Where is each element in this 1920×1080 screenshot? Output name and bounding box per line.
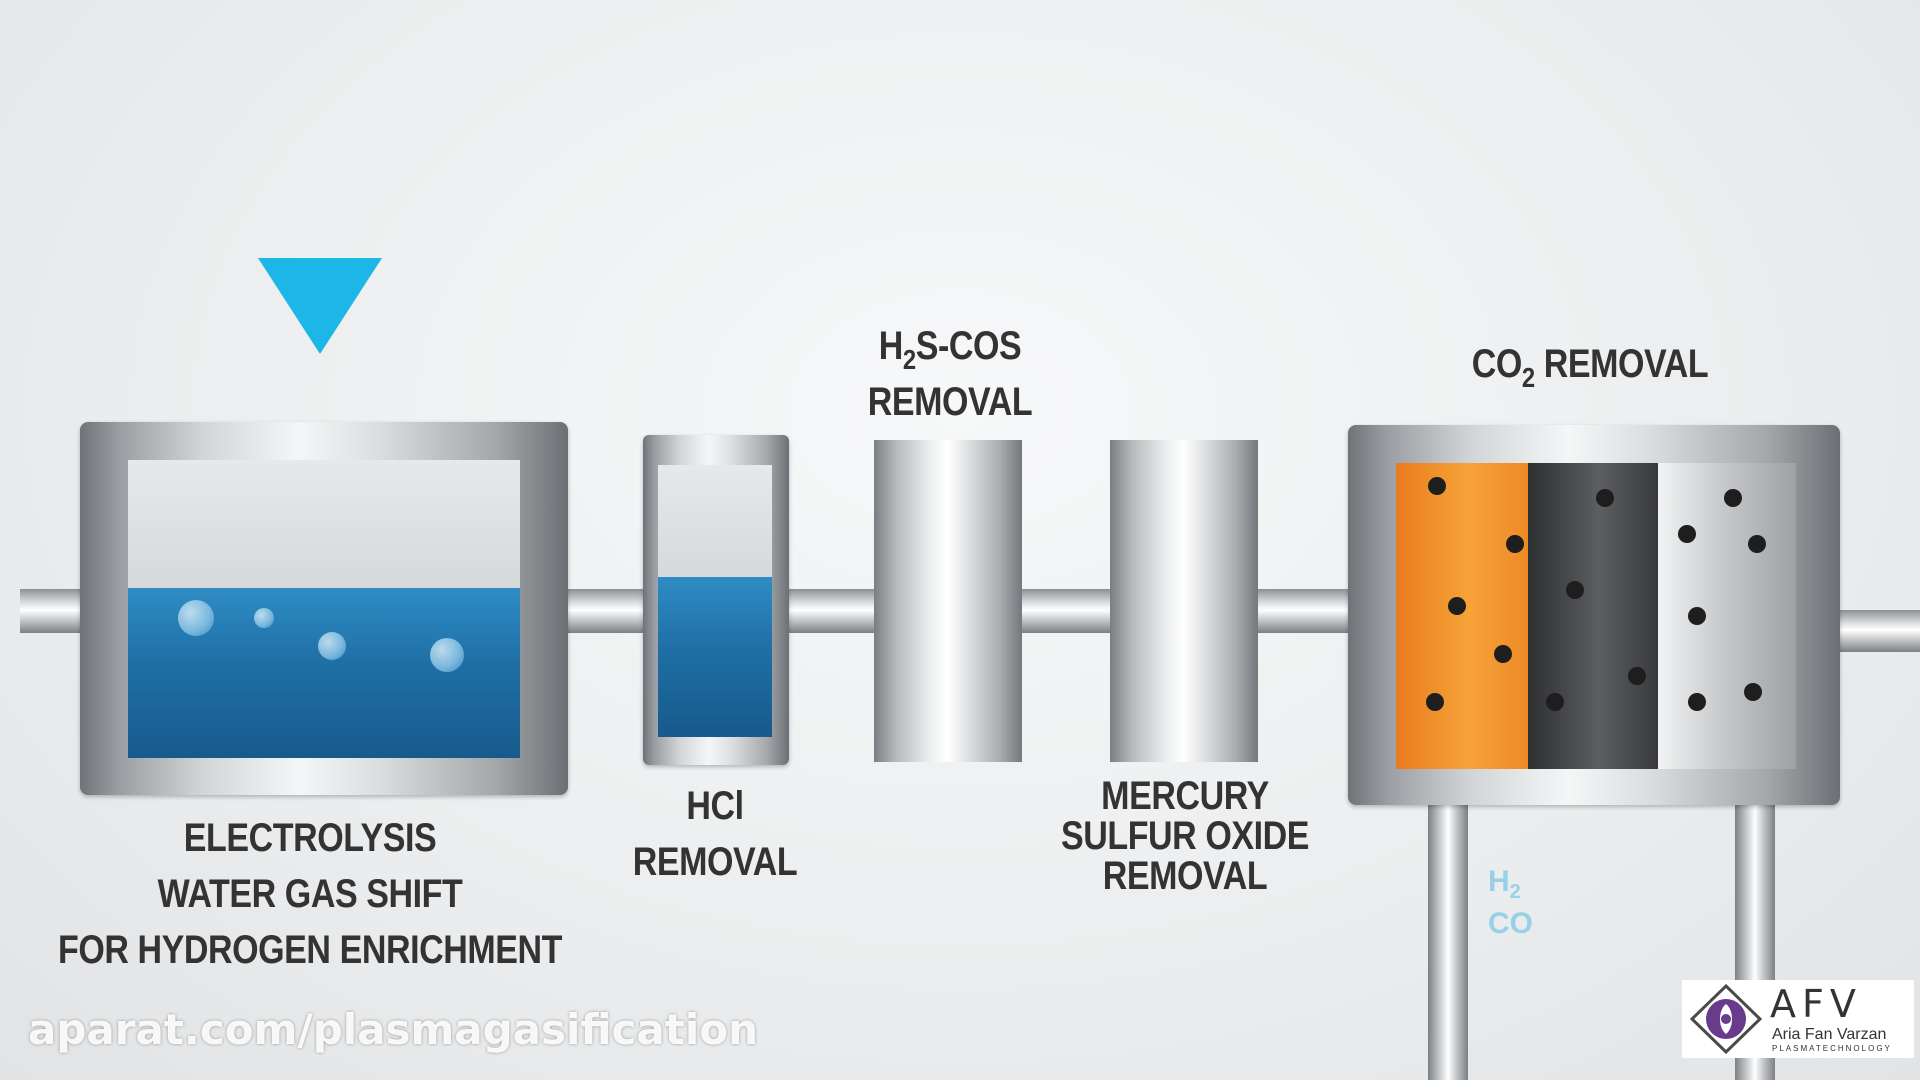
h2s-cos-label-line1: H2S-COS (840, 318, 1061, 374)
hcl-label-line1: HCl (686, 784, 744, 828)
h2s-rest: S-COS (915, 324, 1022, 368)
particle (1506, 535, 1524, 553)
bubble (318, 632, 346, 660)
electrolysis-label-line3: FOR HYDROGEN ENRICHMENT (57, 928, 562, 972)
inlet-pipe (20, 589, 90, 633)
particle (1448, 597, 1466, 615)
co2-subscript: 2 (1521, 362, 1535, 393)
mercury-label-line2: SULFUR OXIDE (1060, 814, 1310, 858)
outlet-gas-h: H (1488, 865, 1510, 898)
afv-logo-tagline: PLASMATECHNOLOGY (1772, 1044, 1892, 1053)
particle (1596, 489, 1614, 507)
h2s-cos-removal-column (874, 440, 1022, 762)
outlet-pipe (1835, 610, 1920, 652)
sorbent-bed-light (1658, 463, 1796, 769)
current-stage-indicator-icon (258, 258, 382, 354)
particle (1428, 477, 1446, 495)
particle (1748, 535, 1766, 553)
electrolysis-gas-space (128, 460, 520, 588)
afv-logo: AFV Aria Fan Varzan PLASMATECHNOLOGY (1682, 980, 1914, 1058)
co2-rest: REMOVAL (1534, 342, 1709, 386)
particle (1426, 693, 1444, 711)
mercury-label-line1: MERCURY (1101, 774, 1269, 818)
hcl-label: HCl REMOVAL (609, 778, 822, 890)
h2s-prefix: H (878, 324, 904, 368)
afv-logo-name: Aria Fan Varzan (1772, 1026, 1887, 1043)
sorbent-bed-orange (1396, 463, 1528, 769)
particle (1688, 693, 1706, 711)
mercury-sulfur-oxide-removal-column (1110, 440, 1258, 762)
outlet-gas-label: H2 CO (1488, 866, 1533, 940)
bubble (178, 600, 214, 636)
afv-logo-mark: AFV (1770, 982, 1862, 1026)
bubble (254, 608, 274, 628)
particle (1688, 607, 1706, 625)
co2-beds-window (1396, 463, 1796, 769)
watermark-url: aparat.com/plasmagasification (28, 1005, 758, 1054)
h2s-cos-label: H2S-COS REMOVAL (840, 318, 1061, 430)
co2-label: CO2 REMOVAL (1446, 336, 1735, 392)
particle (1566, 581, 1584, 599)
h2s-cos-label-line2: REMOVAL (867, 380, 1033, 424)
sorbent-bed-dark (1528, 463, 1658, 769)
co2-removal-vessel (1348, 425, 1840, 805)
co2-label-line1: CO2 REMOVAL (1446, 336, 1735, 392)
outlet-gas-line2: CO (1488, 907, 1533, 940)
pipe-electrolysis-hcl (560, 589, 650, 633)
particle (1628, 667, 1646, 685)
afv-logo-mark-icon (1689, 984, 1763, 1054)
mercury-label-line3: REMOVAL (1102, 854, 1268, 898)
electrolysis-label-line2: WATER GAS SHIFT (157, 872, 463, 916)
particle (1744, 683, 1762, 701)
electrolysis-tank-window (128, 460, 520, 758)
pipe-mercury-co2 (1253, 589, 1353, 633)
hcl-label-line2: REMOVAL (632, 840, 798, 884)
pipe-h2s-mercury (1018, 589, 1113, 633)
particle (1494, 645, 1512, 663)
electrolysis-tank (80, 422, 568, 795)
co2-prefix: CO (1471, 342, 1523, 386)
particle (1724, 489, 1742, 507)
hcl-scrubber-liquid (658, 577, 772, 737)
electrolysis-label-line1: ELECTROLYSIS (183, 816, 437, 860)
bubble (430, 638, 464, 672)
hcl-gas-space (658, 465, 772, 577)
outlet-gas-line1: H2 (1488, 866, 1533, 908)
hcl-vessel-window (658, 465, 772, 737)
pipe-hcl-h2s (782, 589, 877, 633)
hcl-removal-vessel (643, 435, 789, 765)
particle (1678, 525, 1696, 543)
mercury-label: MERCURY SULFUR OXIDE REMOVAL (1053, 776, 1317, 896)
co2-left-down-pipe (1428, 800, 1468, 1080)
outlet-gas-subscript: 2 (1509, 881, 1521, 903)
h2s-subscript: 2 (902, 344, 916, 375)
particle (1546, 693, 1564, 711)
electrolysis-label: ELECTROLYSIS WATER GAS SHIFT FOR HYDROGE… (47, 810, 574, 978)
